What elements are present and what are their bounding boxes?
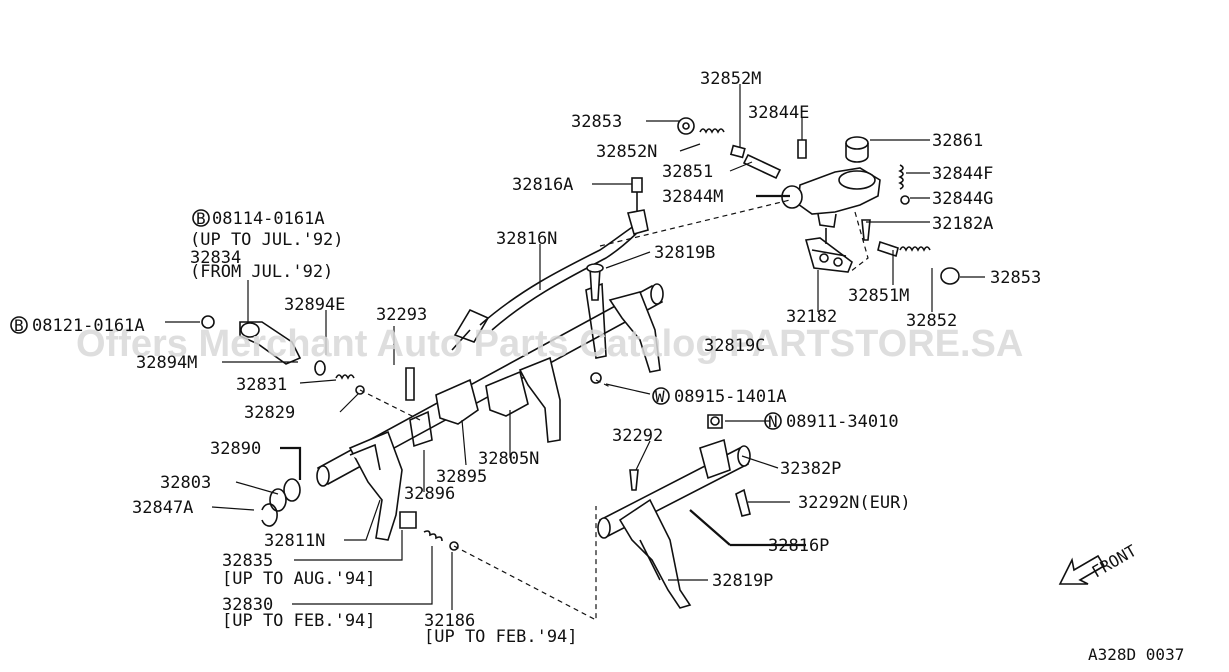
label-32819C: 32819C [704, 336, 765, 356]
left-small-parts [201, 315, 459, 551]
label-32834: 32834 [190, 248, 241, 268]
label-32894M: 32894M [136, 353, 197, 373]
label-32895: 32895 [436, 467, 487, 487]
label-32851M: 32851M [848, 286, 909, 306]
shift-control-housing [781, 136, 881, 273]
label-32835: 32835 [222, 551, 273, 571]
label-32835-note: [UP TO AUG.'94] [222, 569, 376, 589]
label-32819P: 32819P [712, 571, 773, 591]
shift-rod-32816P [597, 414, 751, 609]
label-32830-note: [UP TO FEB.'94] [222, 611, 376, 631]
label-08121-0161A: 08121-0161A [32, 316, 145, 336]
label-32852: 32852 [906, 311, 957, 331]
housing-small-parts [631, 117, 960, 285]
label-32844M: 32844M [662, 187, 723, 207]
label-08121-circle: B [14, 316, 24, 335]
label-32894E: 32894E [284, 295, 345, 315]
label-08114-circle: B [196, 209, 206, 228]
label-32292: 32292 [612, 426, 663, 446]
label-08911-34010: 08911-34010 [786, 412, 899, 432]
watermark: Offers Merchant Auto Parts Catalog PARTS… [76, 323, 1023, 365]
label-32844F: 32844F [932, 164, 993, 184]
label-32182A: 32182A [932, 214, 993, 234]
front-label: FRONT [1089, 541, 1141, 582]
label-32816A: 32816A [512, 175, 573, 195]
label-32186: 32186 [424, 611, 475, 631]
label-08915-1401A: 08915-1401A [674, 387, 787, 407]
label-32382P: 32382P [780, 459, 841, 479]
label-32811N: 32811N [264, 531, 325, 551]
label-32861: 32861 [932, 131, 983, 151]
front-arrow: FRONT [1058, 541, 1141, 585]
label-32805N: 32805N [478, 449, 539, 469]
label-32834-note: (FROM JUL.'92) [190, 262, 333, 282]
label-32896: 32896 [404, 484, 455, 504]
label-32852N: 32852N [596, 142, 657, 162]
label-32847A: 32847A [132, 498, 193, 518]
label-08114-note: (UP TO JUL.'92) [190, 230, 344, 250]
main-shift-rod [316, 263, 664, 541]
label-32831: 32831 [236, 375, 287, 395]
label-32829: 32829 [244, 403, 295, 423]
label-32890: 32890 [210, 439, 261, 459]
label-32182: 32182 [786, 307, 837, 327]
label-32816P: 32816P [768, 536, 829, 556]
label-32186-note: [UP TO FEB.'94] [424, 627, 578, 647]
phantom-lines [359, 199, 869, 621]
label-32851: 32851 [662, 162, 713, 182]
diagram-code: A328D 0037 [1088, 645, 1184, 664]
leader-lines [165, 84, 985, 610]
label-08915-circle: W [655, 387, 665, 406]
label-32803: 32803 [160, 473, 211, 493]
label-32830: 32830 [222, 595, 273, 615]
label-32816N: 32816N [496, 229, 557, 249]
label-08911-circle: N [768, 412, 778, 431]
label-32819B: 32819B [654, 243, 715, 263]
label-32853-right: 32853 [990, 268, 1041, 288]
label-32853-top: 32853 [571, 112, 622, 132]
label-32844E: 32844E [748, 103, 809, 123]
label-08114-0161A: 08114-0161A [212, 209, 325, 229]
label-32292N-EUR: 32292N(EUR) [798, 493, 911, 513]
label-32293: 32293 [376, 305, 427, 325]
label-32852M: 32852M [700, 69, 761, 89]
label-32844G: 32844G [932, 189, 993, 209]
part-labels: 32852M 32853 32844E 32852N 32861 32851 3… [10, 69, 1041, 647]
